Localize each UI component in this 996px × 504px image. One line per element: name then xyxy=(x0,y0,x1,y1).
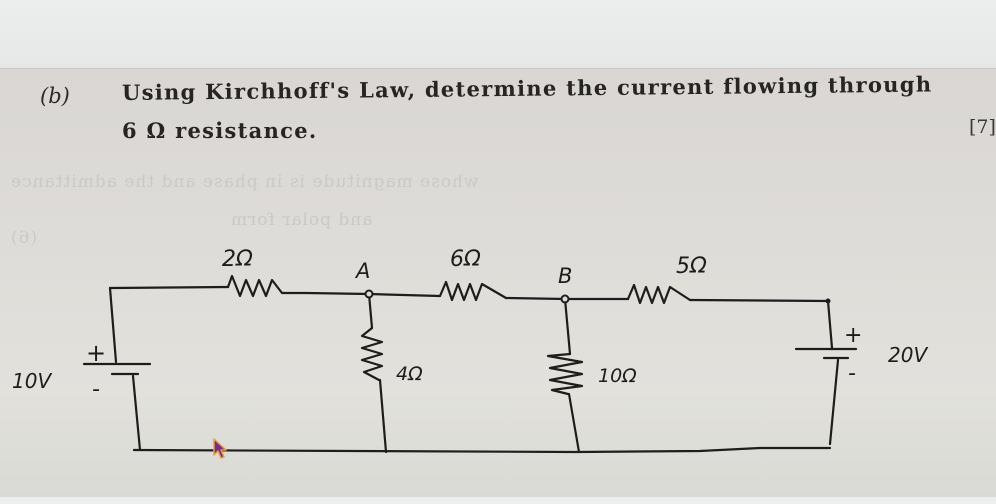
wire-4ohm-to-bottom xyxy=(378,378,388,454)
wire-10ohm-to-bottom xyxy=(567,392,581,454)
wire-a-to-6ohm xyxy=(367,292,442,298)
label-4ohm: 4Ω xyxy=(396,363,423,385)
resistor-10ohm xyxy=(546,352,584,396)
wire-a-down xyxy=(367,292,374,330)
resistor-6ohm xyxy=(438,280,508,302)
wire-2ohm-to-a xyxy=(304,291,371,296)
wire-b-down xyxy=(563,297,572,356)
label-node-a: A xyxy=(354,259,370,283)
label-10v-minus: - xyxy=(92,377,100,402)
node-b-dot xyxy=(560,294,570,304)
background-top xyxy=(0,0,996,70)
wire-left-vertical-bottom xyxy=(131,374,142,452)
background-bottom xyxy=(0,497,996,504)
label-2ohm: 2Ω xyxy=(222,247,253,272)
label-20v: 20V xyxy=(888,343,928,367)
label-5ohm: 5Ω xyxy=(676,254,707,279)
node-a-dot xyxy=(364,289,374,299)
resistor-5ohm xyxy=(626,283,692,305)
label-6ohm: 6Ω xyxy=(450,247,481,272)
question-label: (b) xyxy=(40,84,70,108)
label-10ohm: 10Ω xyxy=(598,365,637,387)
wire-bottom xyxy=(132,446,832,454)
resistor-2ohm xyxy=(226,274,308,298)
wire-5ohm-to-right xyxy=(688,298,830,303)
question-text-line2: 6 Ω resistance. xyxy=(122,118,318,143)
label-node-b: B xyxy=(558,264,572,288)
label-10v-plus: + xyxy=(86,339,106,367)
wire-top-left xyxy=(108,285,230,290)
label-10v: 10V xyxy=(12,369,52,393)
wire-right-vertical-bottom xyxy=(828,358,840,446)
label-20v-minus: - xyxy=(848,361,856,386)
corner-dot xyxy=(825,298,831,304)
mouse-cursor-icon xyxy=(213,438,227,459)
wire-6ohm-to-b xyxy=(504,296,567,301)
wire-left-vertical-top xyxy=(108,286,118,364)
marks-label: [7] xyxy=(969,116,996,138)
resistor-4ohm xyxy=(360,326,384,382)
label-20v-plus: + xyxy=(844,323,862,348)
wire-right-vertical-top xyxy=(826,299,834,350)
exam-paper xyxy=(0,69,996,498)
